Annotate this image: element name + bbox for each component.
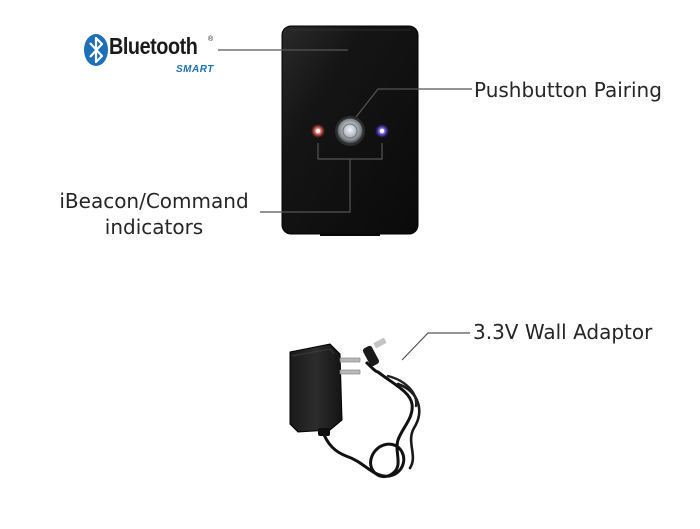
leader-line-indicators xyxy=(260,159,351,213)
leader-lines xyxy=(218,49,472,361)
leader-line-pushbutton xyxy=(355,88,472,118)
bluetooth-logo-icon xyxy=(84,34,108,66)
red-led-icon xyxy=(311,124,325,138)
registered-mark: ® xyxy=(208,36,214,43)
pushbutton-pairing-label: Pushbutton Pairing xyxy=(474,78,662,102)
indicators-label-line2: indicators xyxy=(104,215,204,239)
bluetooth-wordmark: Bluetooth xyxy=(109,33,198,59)
pushbutton-icon xyxy=(335,116,365,146)
leader-line-adaptor xyxy=(401,332,470,361)
blue-led-icon xyxy=(375,124,389,138)
indicators-label-line1: iBeacon/Command xyxy=(59,189,249,213)
wall-adaptor xyxy=(289,337,421,479)
wall-adaptor-label: 3.3V Wall Adaptor xyxy=(473,320,653,344)
bluetooth-smart-tagline: SMART xyxy=(176,64,214,75)
indicators-label: iBeacon/Command indicators xyxy=(40,188,268,240)
